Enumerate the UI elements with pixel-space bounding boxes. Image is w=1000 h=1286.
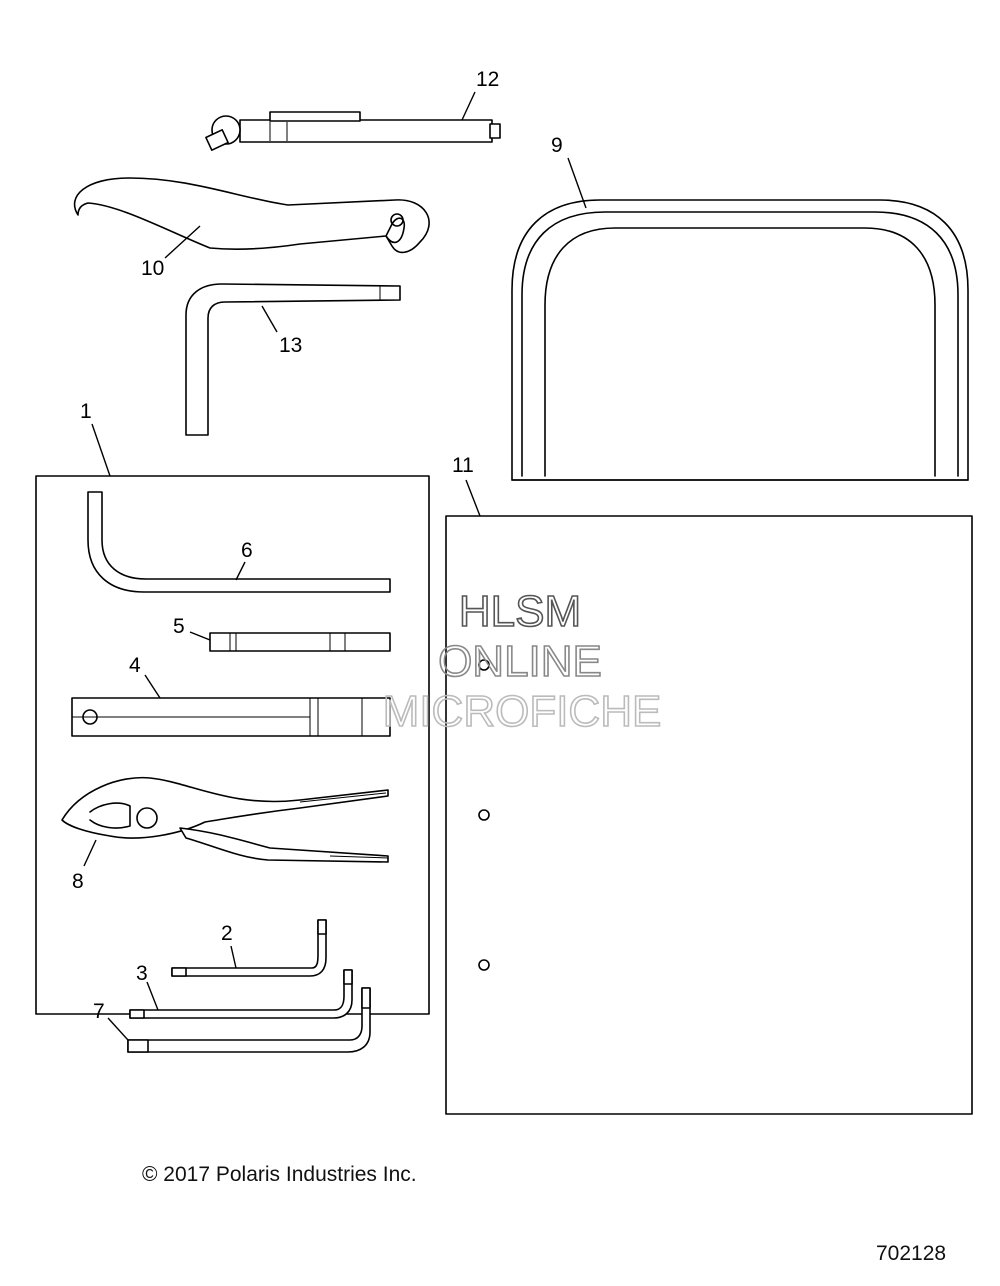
callout-13: 13 — [279, 334, 302, 357]
callout-11: 11 — [452, 454, 474, 477]
part-6-hex-key — [87, 491, 391, 593]
callout-7: 7 — [93, 1000, 105, 1023]
callout-6: 6 — [241, 539, 253, 562]
callout-3: 3 — [136, 962, 148, 985]
drawing-number: 702128 — [876, 1242, 947, 1265]
part-5-socket-bit — [209, 632, 391, 652]
callout-4: 4 — [129, 654, 141, 677]
part-8-pliers — [61, 776, 389, 863]
part-3-hex-key — [129, 969, 353, 1019]
leader-lines — [83, 91, 587, 1041]
callout-1: 1 — [80, 400, 92, 423]
part-9-tool-bag — [511, 199, 969, 481]
callout-10: 10 — [141, 257, 164, 280]
callout-9: 9 — [551, 134, 563, 157]
callout-5: 5 — [173, 615, 185, 638]
watermark: HLSM ONLINE MICROFICHE — [382, 586, 662, 737]
watermark-line-1: HLSM — [459, 587, 581, 636]
part-13-hex-key — [185, 283, 401, 436]
part-2-hex-key — [171, 919, 327, 977]
copyright-text: © 2017 Polaris Industries Inc. — [142, 1163, 417, 1186]
callout-8: 8 — [72, 870, 84, 893]
part-10-spanner-wrench — [73, 177, 430, 254]
part-7-hex-key — [127, 987, 371, 1053]
callout-12: 12 — [476, 68, 499, 91]
part-12-screwdriver — [205, 111, 501, 151]
watermark-line-3: MICROFICHE — [383, 687, 662, 736]
part-11-manual — [445, 515, 973, 1115]
callout-2: 2 — [221, 922, 233, 945]
callout-labels: 12 9 10 13 1 11 6 5 4 8 2 3 7 — [72, 68, 563, 1023]
watermark-line-2: ONLINE — [438, 637, 602, 686]
part-4-spark-plug-wrench — [71, 697, 391, 737]
